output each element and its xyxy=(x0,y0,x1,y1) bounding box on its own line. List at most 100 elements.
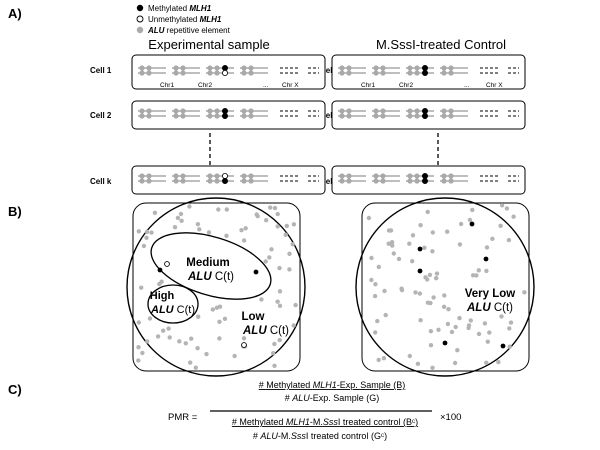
alu-dot xyxy=(204,351,209,357)
alu-element xyxy=(248,108,254,114)
alu-dot xyxy=(183,341,188,346)
control-circle xyxy=(355,197,535,377)
alu-dot xyxy=(388,228,394,233)
alu-element xyxy=(214,173,220,179)
times-hundred: ×100 xyxy=(440,412,461,423)
alu-element xyxy=(214,113,220,119)
alu-dot xyxy=(417,291,423,296)
cell-box xyxy=(131,54,326,90)
alu-element xyxy=(207,70,213,76)
alu-element xyxy=(339,108,345,114)
left-chr2-label: Chr2 xyxy=(198,82,212,89)
alu-dot xyxy=(430,249,435,254)
alu-dot xyxy=(445,321,451,327)
mlh1-marker xyxy=(221,172,228,179)
alu-element xyxy=(207,65,213,71)
alu-element xyxy=(346,70,352,76)
alu-dot xyxy=(232,353,237,359)
alu-element xyxy=(407,113,413,119)
alu-dot xyxy=(415,361,421,366)
alu-element xyxy=(380,108,386,114)
low-label: Low xyxy=(242,311,265,323)
alu-dot xyxy=(217,304,223,309)
alu-dot xyxy=(418,223,423,228)
alu-element xyxy=(241,65,247,71)
alu-dot xyxy=(425,209,430,215)
right-cell-2-label: Cell 2 xyxy=(320,111,342,120)
alu-element xyxy=(173,113,179,119)
alu-element xyxy=(173,70,179,76)
alu-dot xyxy=(166,326,171,331)
cell-boxes xyxy=(131,54,526,195)
alu-element xyxy=(441,65,447,71)
alu-dot xyxy=(476,331,482,337)
alu-element xyxy=(207,113,213,119)
mlh1-marker xyxy=(221,70,228,77)
left-chr1-label: Chr1 xyxy=(160,82,174,89)
alu-dot xyxy=(410,259,415,264)
alu-dot xyxy=(441,304,447,309)
alu-dot xyxy=(263,259,268,264)
alu-dot xyxy=(178,211,184,217)
alu-dot xyxy=(383,312,388,318)
alu-dot xyxy=(476,268,481,273)
high-label: High xyxy=(150,290,175,302)
pmr-label: PMR = xyxy=(168,412,198,423)
alu-element xyxy=(346,173,352,179)
alu-dot xyxy=(136,320,141,325)
alu-dot xyxy=(277,289,283,294)
alu-element xyxy=(380,178,386,184)
alu-dot xyxy=(140,350,145,356)
alu-dot xyxy=(145,339,150,344)
alu-element xyxy=(241,178,247,184)
right-chr2-label: Chr2 xyxy=(399,82,413,89)
alu-dot xyxy=(430,365,435,370)
alu-dot xyxy=(487,330,492,335)
alu-dot xyxy=(369,277,374,283)
alu-element xyxy=(180,108,186,114)
alu-dot xyxy=(498,223,503,228)
mlh1-marker xyxy=(221,108,228,115)
high-region xyxy=(147,284,199,324)
alu-dot xyxy=(511,214,516,219)
alu-dot xyxy=(189,336,194,341)
alu-element xyxy=(241,108,247,114)
alu-element xyxy=(448,178,454,184)
alu-element xyxy=(407,178,413,184)
alu-element xyxy=(214,108,220,114)
alu-dot xyxy=(418,318,423,323)
alu-dot xyxy=(293,302,298,308)
methylated-dot xyxy=(483,256,489,262)
left-ellipsis-label: ... xyxy=(263,82,269,89)
alu-dot xyxy=(457,242,463,247)
alu-dot xyxy=(407,241,412,246)
low-alu-label: ALU C(t) xyxy=(242,325,289,337)
alu-dot xyxy=(157,281,162,287)
alu-element xyxy=(448,65,454,71)
alu-element xyxy=(373,113,379,119)
alu-dot xyxy=(269,247,274,252)
alu-dot xyxy=(407,353,412,359)
alu-dot xyxy=(434,276,439,281)
alu-element xyxy=(241,173,247,179)
alu-dot xyxy=(136,229,141,234)
alu-dot xyxy=(291,323,296,328)
alu-element xyxy=(373,178,379,184)
alu-dot xyxy=(210,307,215,312)
alu-element xyxy=(214,178,220,184)
numerator-top: # Methylated MLH1-Exp. Sample (B) xyxy=(259,380,406,390)
alu-element xyxy=(173,178,179,184)
alu-dot xyxy=(466,325,471,331)
alu-element xyxy=(441,108,447,114)
alu-dot xyxy=(442,293,447,298)
alu-dot xyxy=(453,324,458,330)
alu-element xyxy=(373,65,379,71)
mlh1-marker xyxy=(421,113,428,120)
alu-dot xyxy=(382,288,387,294)
alu-dot xyxy=(272,341,277,347)
alu-dot xyxy=(175,215,181,221)
alu-dot xyxy=(144,229,150,235)
alu-dot xyxy=(470,273,476,278)
alu-dot xyxy=(272,363,277,368)
alu-dot xyxy=(522,290,527,295)
